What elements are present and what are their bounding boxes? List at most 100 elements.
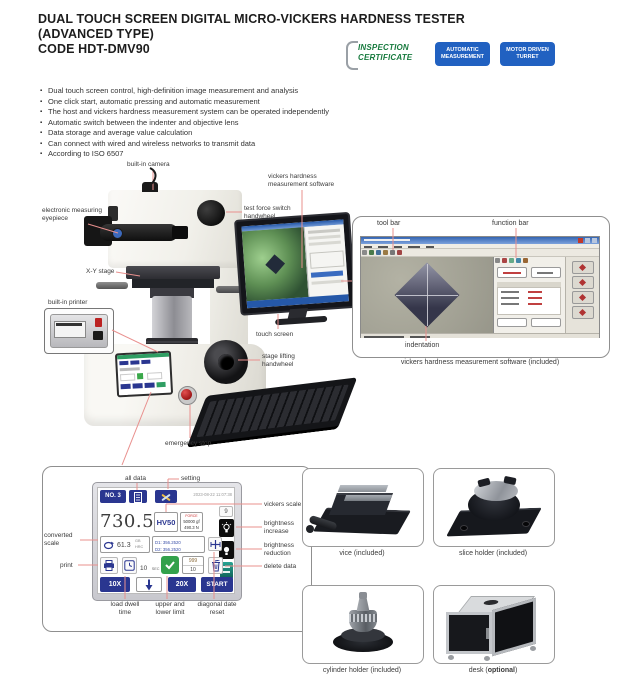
monitor-panel-table (309, 250, 345, 269)
feature-item: ▪Automatic switch between the indenter a… (40, 118, 239, 127)
slice-holder-top-disc (474, 481, 518, 501)
side-button (572, 306, 594, 319)
test-force-handwheel (197, 200, 225, 226)
menu-item (364, 245, 372, 248)
dwell-unit: SEC (151, 567, 160, 571)
record-number-button: NO. 3 (100, 490, 126, 503)
callout-emergency-stop: emergency stop (165, 440, 212, 447)
toolbar-icon (383, 250, 388, 255)
bullet-icon: ▪ (40, 109, 43, 115)
front-display-check (136, 373, 144, 380)
check-icon (165, 561, 175, 570)
diagonal-reset-key (208, 537, 222, 551)
scale-value-box (531, 267, 561, 278)
feature-item: ▪Dual touch screen control, high-definit… (40, 86, 298, 95)
count-key: 9 (219, 506, 233, 517)
window-statusbar (361, 333, 599, 338)
bullet-icon: ▪ (40, 140, 43, 147)
front-display-readout (119, 367, 140, 372)
callout-print: print (60, 562, 73, 569)
cylinder-holder-base-top (341, 628, 385, 642)
results-table (497, 287, 561, 315)
cylinder-holder-card (302, 585, 424, 664)
bullet-icon: ▪ (40, 98, 43, 105)
front-display-key (120, 383, 131, 390)
brightness-increase-key (219, 519, 234, 537)
inspection-stamp-bracket (346, 41, 358, 70)
side-button-glyph (578, 278, 587, 287)
feature-text: The host and vickers hardness measuremen… (48, 107, 329, 116)
micrometer-right (216, 286, 248, 293)
badge-automatic-measurement: AUTOMATIC MEASUREMENT (435, 42, 490, 66)
emergency-stop-button (181, 389, 192, 400)
page-title-line2: (ADVANCED TYPE) (38, 27, 154, 41)
diagonal-reset-icon (210, 539, 220, 549)
all-data-icon (134, 492, 142, 503)
indentation-cross-v (426, 264, 428, 326)
side-button-glyph (578, 293, 587, 302)
software-caption: vickers hardness measurement software (i… (400, 359, 560, 366)
diagonal-d1: D1: 356.2520 (155, 539, 181, 545)
converted-unit: HRC (135, 545, 144, 549)
table-cell (501, 291, 519, 293)
table-cell (528, 297, 542, 299)
slice-holder-caption: slice holder (included) (458, 550, 528, 557)
printer-power-inlet (93, 331, 103, 340)
printer-inset-box (44, 308, 114, 354)
front-display-field (119, 373, 136, 382)
hardness-main-value: 730.5 (100, 511, 155, 532)
window-maximize-button (585, 238, 590, 243)
toolbar-icon (397, 250, 402, 255)
front-display-key (144, 382, 155, 388)
eyepiece-lens-ring (112, 228, 123, 239)
dwell-time-readout: 10 SEC (140, 557, 160, 574)
desk-card (433, 585, 555, 664)
page-title-line3: CODE HDT-DMV90 (38, 42, 150, 56)
eyepiece-connector (172, 226, 188, 239)
feature-item: ▪ Can connect with wired and wireless net… (40, 139, 255, 148)
callout-brightness-increase: brightness increase (264, 520, 294, 535)
hardness-value-text (503, 272, 521, 274)
force-readout-box: FORCE 50000 gf 490.3 N (180, 512, 203, 532)
side-button (572, 291, 594, 304)
window-title-text (364, 239, 410, 241)
printer-power-switch (95, 318, 102, 327)
force-gf-value: 50000 gf (183, 519, 200, 524)
slice-holder-hole (522, 521, 530, 527)
vice-jaw-front (343, 495, 393, 501)
monitor-stand-base (275, 315, 328, 326)
table-cell (528, 291, 542, 293)
callout-converted-scale: converted scale (44, 532, 73, 547)
inspection-stamp-line2: CERTIFICATE (358, 53, 413, 62)
table-cell (501, 303, 519, 305)
desk-door-handle (486, 628, 489, 639)
desk-foot (530, 646, 536, 651)
monitor-panel-button (310, 270, 344, 278)
front-display-key (141, 359, 151, 365)
front-touch-display (114, 350, 174, 398)
feature-text: Can connect with wired and wireless netw… (48, 138, 256, 148)
indenter-key (136, 577, 162, 592)
function-icon (495, 258, 500, 263)
callout-stage-lifting-handwheel: stage lifting handwheel (262, 353, 295, 368)
limit-upper-value: 999 (183, 557, 203, 566)
side-button-glyph (578, 263, 587, 272)
monitor-indentation (265, 254, 286, 275)
feature-text: Data storage and average value calculati… (48, 128, 193, 137)
desk-caption-prefix: desk ( (468, 667, 488, 674)
form-field (531, 318, 561, 327)
converted-standard: GB (135, 539, 141, 543)
monitor-panel-bar (308, 234, 341, 240)
scale-value-text (537, 272, 553, 274)
chuck-cone (356, 598, 370, 611)
status-text (364, 335, 404, 338)
vickers-scale-key: HV50 (154, 512, 178, 532)
side-button (572, 261, 594, 274)
elevating-column (152, 296, 192, 344)
limit-readout-box: 999 10 (182, 556, 204, 574)
window-minimize-button (592, 238, 597, 243)
desk-foot (448, 655, 454, 660)
hardness-value-box (497, 267, 527, 278)
xy-stage-sub (132, 279, 214, 288)
callout-vickers-software: vickers hardness measurement software (268, 173, 335, 188)
